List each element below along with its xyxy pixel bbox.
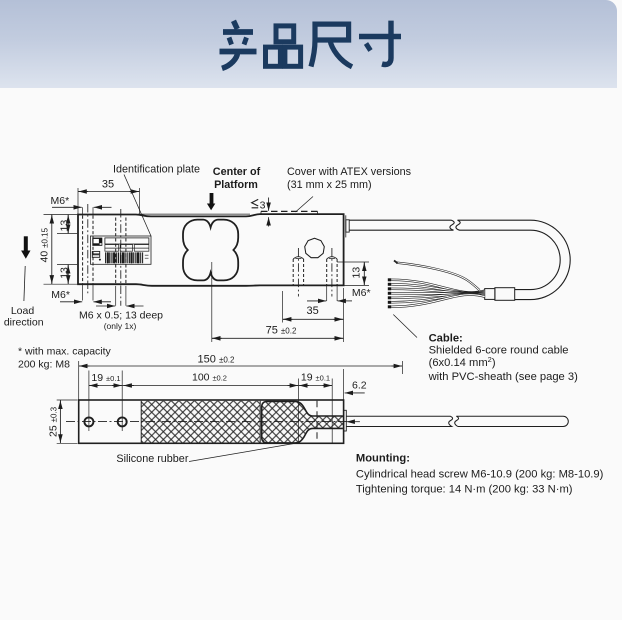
svg-text:40 ±0.15: 40 ±0.15 (38, 227, 50, 262)
svg-text:13: 13 (59, 267, 71, 279)
svg-text:Cylindrical head screw M6-10.9: Cylindrical head screw M6-10.9 (200 kg: … (356, 469, 604, 481)
svg-text:M6 x 0.5; 13 deep: M6 x 0.5; 13 deep (79, 310, 163, 322)
svg-text:Shielded 6-core round cable: Shielded 6-core round cable (429, 344, 569, 356)
svg-text:150 ±0.2: 150 ±0.2 (198, 354, 235, 366)
svg-text:75 ±0.2: 75 ±0.2 (266, 325, 297, 337)
svg-text:(6x0.14 mm2): (6x0.14 mm2) (429, 355, 496, 369)
svg-text:with PVC-sheath (see page 3): with PVC-sheath (see page 3) (428, 371, 579, 383)
svg-text:(31 mm x 25 mm): (31 mm x 25 mm) (287, 179, 372, 191)
svg-text:Load: Load (11, 305, 35, 317)
svg-text:Tightening torque: 14 N·m (200: Tightening torque: 14 N·m (200 kg: 33 N·… (356, 484, 573, 496)
svg-text:19 ±0.1: 19 ±0.1 (91, 372, 120, 384)
svg-text:3: 3 (260, 200, 266, 212)
svg-text:35: 35 (306, 305, 318, 317)
svg-text:100 ±0.2: 100 ±0.2 (192, 371, 227, 383)
svg-text:M6*: M6* (352, 287, 371, 299)
svg-text:direction: direction (4, 317, 44, 329)
svg-text:25 ±0.3: 25 ±0.3 (48, 406, 60, 437)
svg-text:M6*: M6* (51, 289, 70, 301)
svg-text:Cover with ATEX versions: Cover with ATEX versions (287, 166, 412, 178)
svg-text:Cable:: Cable: (429, 333, 463, 345)
svg-text:Center of: Center of (213, 166, 261, 178)
svg-text:* with max. capacity: * with max. capacity (18, 346, 112, 358)
svg-text:M6*: M6* (51, 195, 70, 207)
svg-text:13: 13 (351, 267, 363, 279)
svg-text:6.2: 6.2 (352, 380, 367, 392)
svg-text:Identification plate: Identification plate (113, 164, 200, 176)
svg-text:Platform: Platform (214, 179, 258, 191)
svg-text:Mounting:: Mounting: (356, 453, 410, 465)
svg-text:(only 1x): (only 1x) (104, 321, 137, 331)
svg-text:Silicone rubber: Silicone rubber (116, 453, 188, 465)
svg-text:200 kg: M8: 200 kg: M8 (18, 359, 70, 371)
svg-text:13: 13 (59, 220, 71, 232)
svg-text:35: 35 (102, 178, 114, 190)
svg-text:19 ±0.1: 19 ±0.1 (301, 371, 330, 383)
